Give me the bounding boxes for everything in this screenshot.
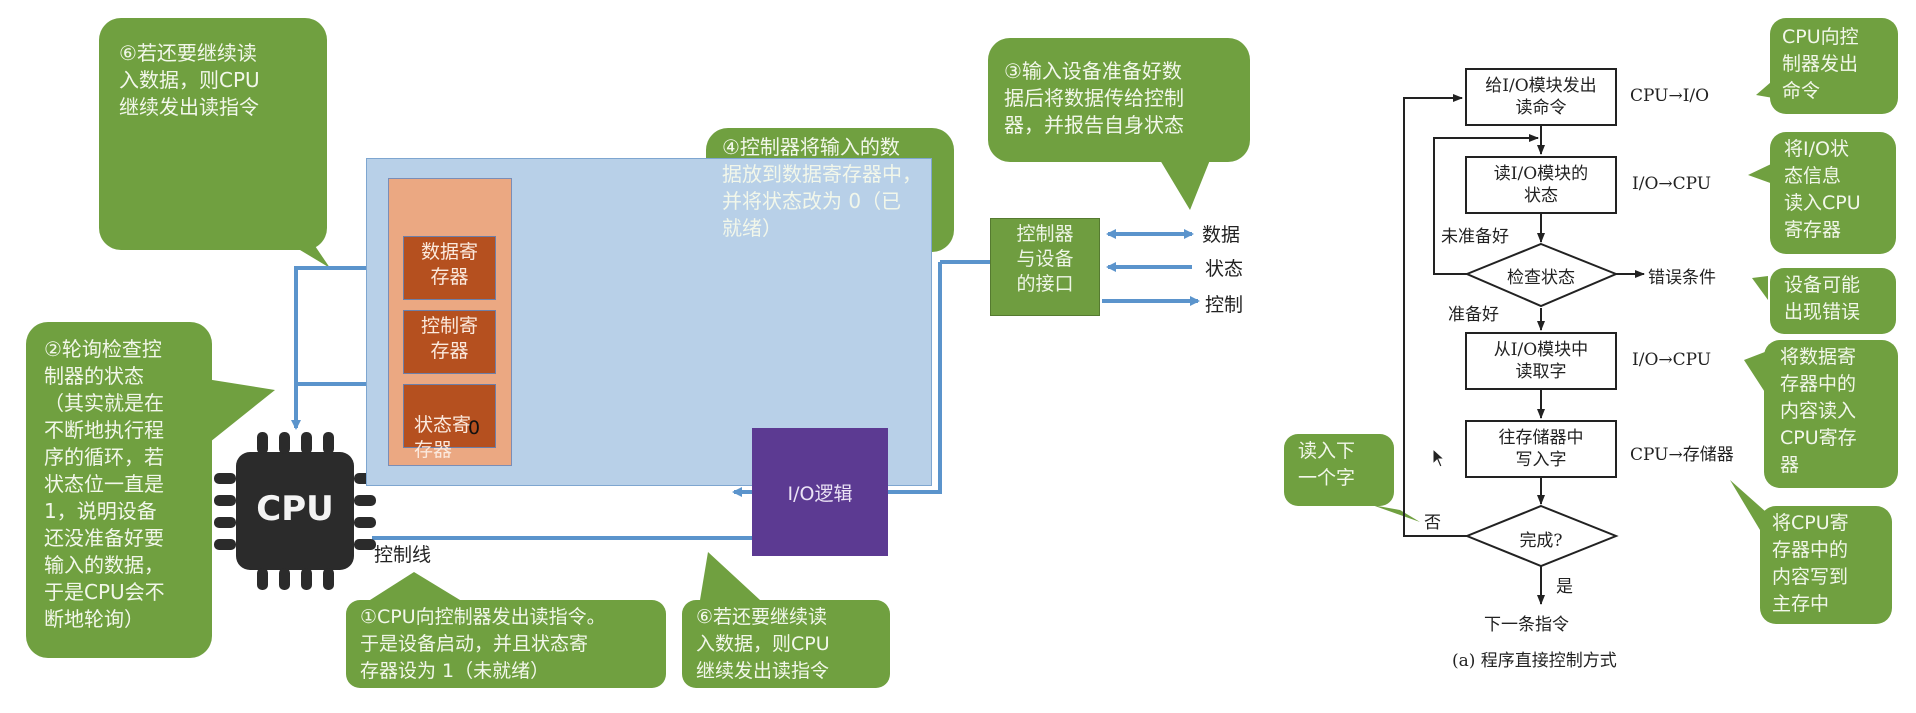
fc-caption: (a) 程序直接控制方式	[1452, 651, 1617, 671]
fc-read-status-annotation: I/O→CPU	[1632, 174, 1712, 194]
fc-read-status: 读I/O模块的 状态	[1465, 156, 1617, 214]
fc-label-ready: 准备好	[1448, 305, 1499, 325]
tail-step1	[370, 572, 460, 600]
flowchart-lines	[1403, 94, 1645, 605]
fc-label-yes: 是	[1556, 577, 1573, 597]
fc-issue-read: 给I/O模块发出 读命令	[1465, 68, 1617, 126]
callout-next-word-note: 读入下 一个字	[1284, 434, 1394, 506]
io-logic-block: I/O逻辑	[752, 428, 888, 556]
status-register-value: 0	[468, 417, 481, 439]
tail-step6	[700, 552, 760, 600]
callout-step6-text: ⑥若还要继续读 入数据，则CPU 继续发出读指令	[696, 606, 830, 682]
callout-next-word-note-text: 读入下 一个字	[1298, 440, 1356, 489]
fc-read-word-annotation: I/O→CPU	[1632, 350, 1712, 370]
tail-step2	[200, 378, 275, 450]
fc-read-word: 从I/O模块中 读取字	[1465, 332, 1617, 390]
diamond-done	[1464, 504, 1619, 568]
callout-cpu-cmd: CPU向控 制器发出 命令	[1770, 18, 1898, 114]
control-register: 控制寄 存器	[403, 310, 496, 374]
diamond-check-status	[1464, 242, 1619, 308]
fc-label-error: 错误条件	[1648, 268, 1716, 288]
callout-read-status-note: 将I/O状 态信息 读入CPU 寄存器	[1770, 132, 1896, 254]
fc-label-no: 否	[1424, 513, 1441, 533]
cpu-chip-label: CPU	[256, 489, 334, 529]
callout-read-data-note: 将数据寄 存器中的 内容读入 CPU寄存 器	[1764, 340, 1898, 488]
callout-step3: ③输入设备准备好数 据后将数据传给控制 器，并报告自身状态	[988, 38, 1250, 162]
callout-error-note-text: 设备可能 出现错误	[1784, 274, 1861, 323]
fc-check-status: 检查状态	[1507, 268, 1575, 288]
callout-read-status-note-text: 将I/O状 态信息 读入CPU 寄存器	[1784, 138, 1861, 241]
cpu-chip-icon	[214, 432, 376, 590]
mouse-cursor-icon	[1432, 448, 1446, 468]
signal-status-label: 状态	[1205, 258, 1244, 280]
callout-step4-text: ④控制器将输入的数 据放到数据寄存器中， 并将状态改为 0（已 就绪）	[722, 135, 922, 240]
status-register-label: 状态寄 存器	[414, 414, 472, 461]
callout-step2: ②轮询检查控 制器的状态 （其实就是在 不断地执行程 序的循环，若 状态位一直是…	[26, 322, 212, 658]
callout-step2-text: ②轮询检查控 制器的状态 （其实就是在 不断地执行程 序的循环，若 状态位一直是…	[44, 337, 165, 631]
callout-cpu-cmd-text: CPU向控 制器发出 命令	[1782, 26, 1859, 102]
callout-write-mem-note-text: 将CPU寄 存器中的 内容写到 主存中	[1772, 512, 1849, 615]
tail-next-word	[1372, 505, 1420, 522]
callout-read-data-note-text: 将数据寄 存器中的 内容读入 CPU寄存 器	[1780, 346, 1857, 476]
fc-write-word: 往存储器中 写入字	[1465, 420, 1617, 478]
callout-step5: ⑥若还要继续读 入数据，则CPU 继续发出读指令	[99, 18, 327, 250]
status-register: 状态寄 存器 0	[403, 384, 496, 461]
device-interface-block: 控制器 与设备 的接口	[990, 218, 1100, 316]
tail-step3	[1160, 160, 1210, 210]
callout-write-mem-note: 将CPU寄 存器中的 内容写到 主存中	[1760, 506, 1892, 624]
tail-read-data	[1744, 350, 1770, 400]
callout-step5-text: ⑥若还要继续读 入数据，则CPU 继续发出读指令	[119, 41, 260, 119]
signal-control-label: 控制	[1205, 294, 1244, 316]
fc-end-next-instruction: 下一条指令	[1484, 615, 1569, 635]
fc-issue-read-annotation: CPU→I/O	[1630, 86, 1710, 106]
fc-done: 完成?	[1519, 531, 1563, 551]
fc-write-word-annotation: CPU→存储器	[1630, 445, 1734, 465]
data-register: 数据寄 存器	[403, 236, 496, 300]
control-line-label: 控制线	[374, 544, 432, 566]
tail-error	[1752, 276, 1768, 300]
fc-label-not-ready: 未准备好	[1441, 227, 1509, 247]
callout-error-note: 设备可能 出现错误	[1770, 268, 1896, 334]
callout-step4: ④控制器将输入的数 据放到数据寄存器中， 并将状态改为 0（已 就绪）	[706, 128, 954, 252]
callout-step6: ⑥若还要继续读 入数据，则CPU 继续发出读指令	[682, 600, 890, 688]
callout-step1: ①CPU向控制器发出读指令。 于是设备启动，并且状态寄 存器设为 1（未就绪）	[346, 600, 666, 688]
signal-data-label: 数据	[1202, 224, 1241, 246]
callout-step3-text: ③输入设备准备好数 据后将数据传给控制 器，并报告自身状态	[1004, 59, 1184, 137]
callout-step1-text: ①CPU向控制器发出读指令。 于是设备启动，并且状态寄 存器设为 1（未就绪）	[360, 606, 606, 682]
